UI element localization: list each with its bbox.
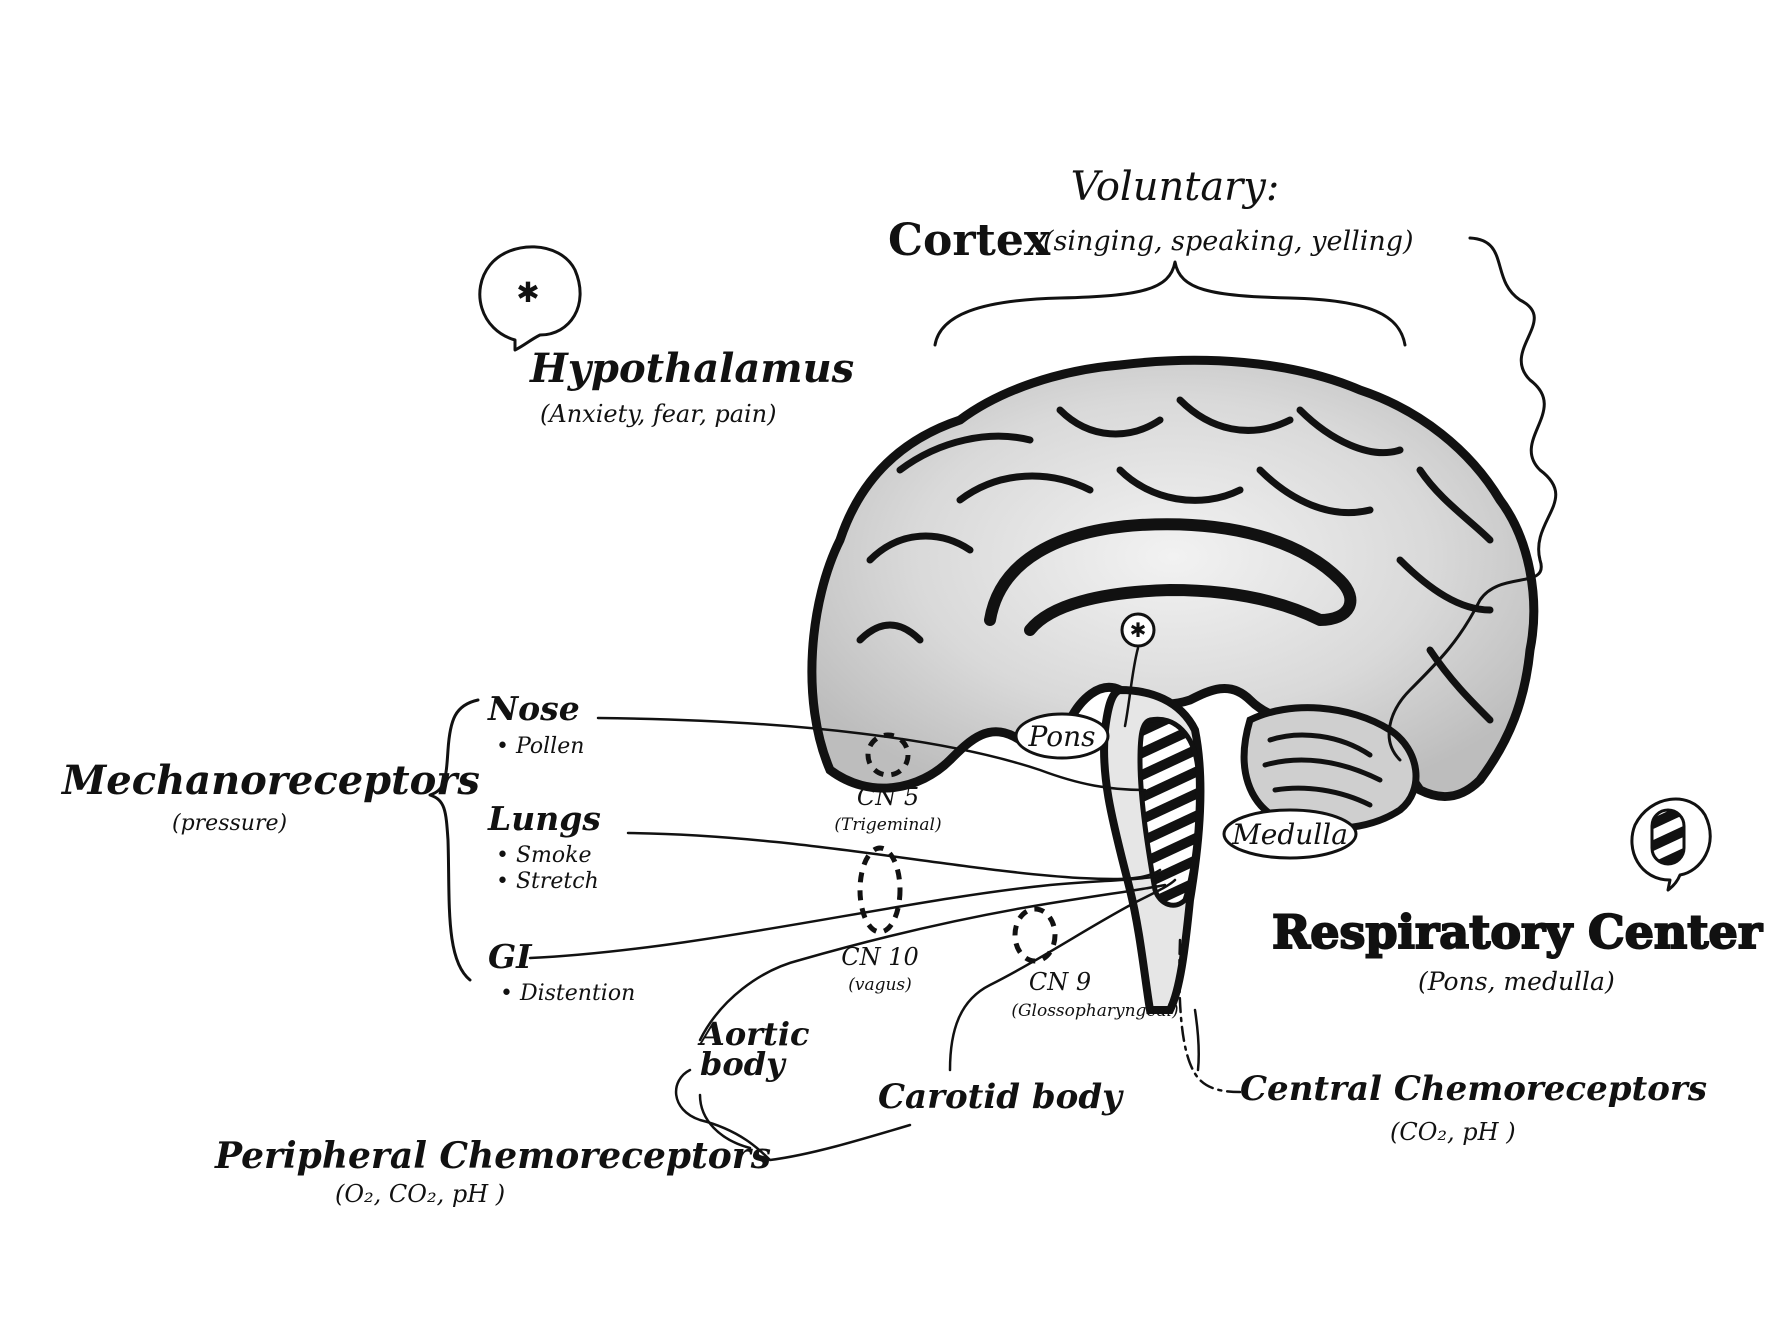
brain-illustration: ✱ — [807, 355, 1539, 1014]
hypothalamus-label: Hypothalamus — [529, 345, 854, 392]
cn9-ring — [1012, 906, 1058, 964]
central-chemoreceptors-label: Central Chemoreceptors — [1240, 1069, 1707, 1109]
afferent-nerve-paths — [528, 646, 1177, 1072]
cortex-label: Cortex — [888, 215, 1051, 266]
nose-item-pollen: • Pollen — [496, 734, 584, 759]
cn9-label: CN 9 — [1029, 968, 1091, 996]
mechanoreceptors-sub: (pressure) — [172, 811, 287, 836]
aortic-body-label-line2: body — [700, 1045, 787, 1083]
mechanoreceptors-label: Mechanoreceptors — [60, 757, 480, 804]
cn5-sub: (Trigeminal) — [834, 815, 941, 835]
cn10-label: CN 10 — [841, 943, 919, 971]
respiratory-center-region — [1137, 716, 1201, 908]
peripheral-chemoreceptors-sub: (O₂, CO₂, pH ) — [335, 1180, 505, 1208]
mechanoreceptors-brace — [428, 698, 480, 982]
central-chemoreceptors-sub: (CO₂, pH ) — [1390, 1118, 1516, 1146]
lungs-label: Lungs — [487, 799, 601, 838]
cn9-sub: (Glossopharyngeal) — [1011, 1001, 1178, 1021]
gi-item-distention: • Distention — [500, 981, 635, 1006]
star-icon: ✱ — [1130, 618, 1147, 642]
corpus-callosum — [984, 518, 1357, 636]
respiratory-center-label: Respiratory Center — [1272, 905, 1763, 959]
cn10-sub: (vagus) — [848, 975, 912, 995]
lungs-item-stretch: • Stretch — [496, 869, 599, 894]
medulla-label: Medulla — [1231, 818, 1348, 851]
pons-oval — [1014, 712, 1110, 760]
voluntary-heading: Voluntary: — [1071, 164, 1280, 210]
hypothalamus-bubble: ✱ — [478, 245, 582, 352]
aortic-body-label-line1: Aortic — [697, 1015, 809, 1053]
cortex-brace — [933, 260, 1407, 347]
chemoreceptor-connectors — [674, 938, 1242, 1162]
star-icon: ✱ — [516, 276, 539, 309]
cortex-examples: (singing, speaking, yelling) — [1043, 226, 1414, 257]
cn10-ring — [857, 845, 903, 935]
cortex-connector — [1387, 236, 1558, 762]
respiratory-center-bubble — [1630, 797, 1712, 892]
carotid-body-label: Carotid body — [878, 1077, 1124, 1117]
cerebellum-folia — [1262, 732, 1383, 808]
respiratory-center-sub: (Pons, medulla) — [1418, 967, 1615, 996]
hypothalamus-marker — [1120, 612, 1156, 648]
gyri-lines — [856, 396, 1494, 724]
lungs-item-smoke: • Smoke — [496, 843, 592, 868]
cn5-label: CN 5 — [857, 783, 919, 811]
cn5-ring — [865, 732, 911, 778]
gi-label: GI — [488, 937, 533, 976]
pons-label: Pons — [1028, 720, 1096, 753]
peripheral-chemoreceptors-label: Peripheral Chemoreceptors — [214, 1135, 771, 1177]
hypothalamus-examples: (Anxiety, fear, pain) — [540, 400, 777, 428]
nose-label: Nose — [487, 689, 580, 728]
medulla-oval — [1222, 808, 1358, 860]
